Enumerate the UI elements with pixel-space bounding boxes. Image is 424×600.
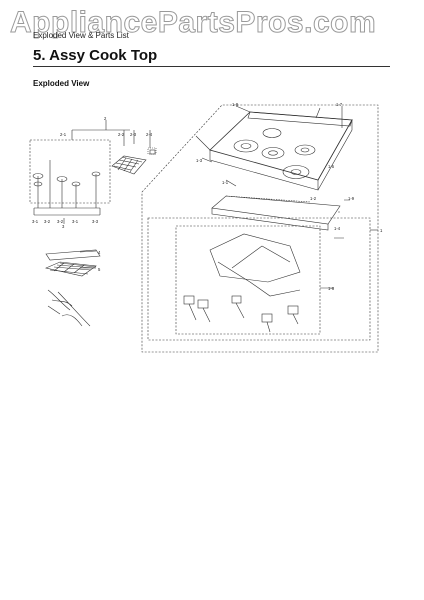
burner-2 [261,147,285,159]
valve-1 [183,295,195,305]
callout-1-5: 1-5 [328,164,335,169]
callout-1-2: 1-2 [310,196,317,201]
valve-5 [287,305,299,315]
callout-4: 4 [98,250,101,255]
callout-1-7: 1-7 [336,102,343,107]
burner-1 [233,139,259,153]
callout-1-8: 1-8 [232,102,239,107]
callout-3-1b: 3-1 [72,219,79,224]
burner-4 [294,144,316,156]
callout-1-4: 1-4 [334,226,341,231]
callout-2-1: 2-1 [60,132,67,137]
back-trim [247,111,353,127]
cooktop-plate [209,111,353,181]
watermark: AppliancePartsPros.com [9,6,377,40]
callout-2-4: 2-4 [146,132,153,137]
callout-3-2a: 3-2 [44,219,51,224]
valve-2 [197,299,209,309]
section-subtitle: Exploded View [33,79,90,88]
griddle [45,249,101,261]
callout-3-2b: 3-2 [57,219,64,224]
manifold-boundary [175,225,321,335]
callout-1-1: 1-1 [222,180,229,185]
valve-3 [231,295,242,304]
breadcrumb: Exploded View & Parts List [33,31,129,40]
burner-5 [262,128,282,138]
knob-set-box [29,139,111,204]
gas-assembly-boundary [147,217,371,341]
callout-1: 1 [380,228,383,233]
callout-1-9: 1-9 [348,196,355,201]
page-title: 5. Assy Cook Top [33,47,158,64]
front-frame [211,195,341,225]
title-divider [33,66,390,67]
grate [111,155,147,175]
callout-1-3: 1-3 [196,158,203,163]
assembly-boundary [141,104,379,353]
callout-3-3: 3-3 [92,219,99,224]
callout-1-6: 1-6 [328,286,335,291]
callout-3: 3 [62,224,65,229]
oven-rack [45,261,97,277]
callout-2-2: 2-2 [118,132,125,137]
manifold-tube [209,233,301,283]
callout-2-3: 2-3 [130,132,137,137]
callout-2: 2 [104,116,107,121]
wire-harness [47,289,91,327]
valve-4 [261,313,273,323]
callout-3-1a: 3-1 [32,219,39,224]
burner-3 [282,165,310,179]
callout-5: 5 [98,267,101,272]
